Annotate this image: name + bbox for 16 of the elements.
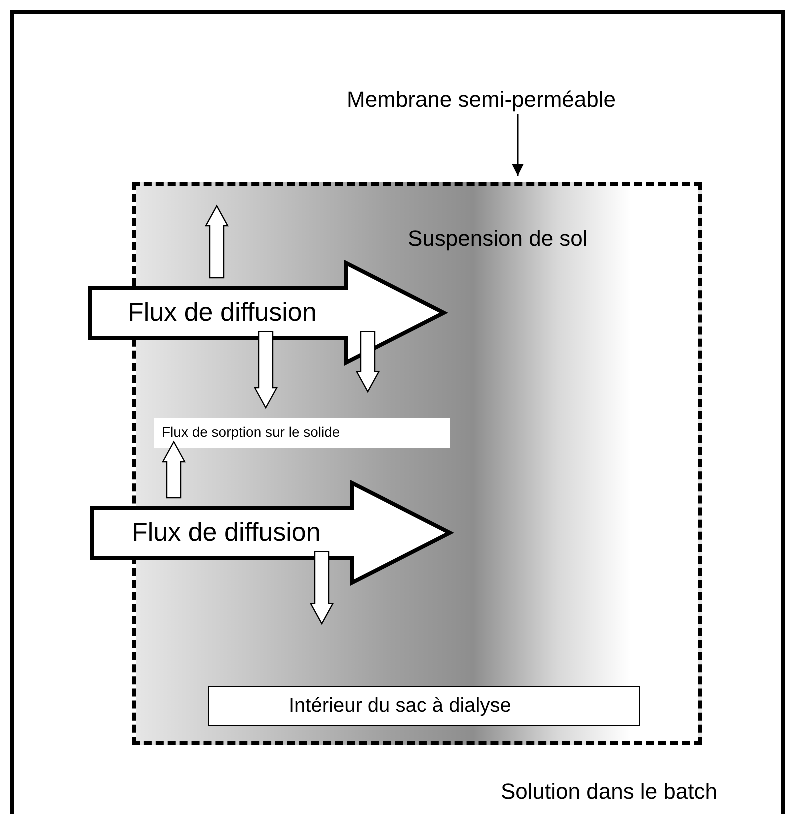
label: Suspension de sol	[408, 226, 588, 252]
label: Intérieur du sac à dialyse	[289, 695, 512, 718]
bag-interior-box	[208, 686, 640, 726]
hollow-arrow	[310, 551, 334, 626]
hollow-arrow	[162, 440, 186, 499]
hollow-arrow	[254, 331, 278, 410]
leader-arrow	[512, 114, 524, 176]
label: Flux de sorption sur le solide	[162, 424, 340, 440]
membrane-label: Membrane semi-perméable	[347, 87, 616, 113]
flux-label: Flux de diffusion	[132, 517, 321, 548]
hollow-arrow	[204, 204, 230, 279]
sorption-label-panel	[154, 418, 450, 448]
flux-label: Flux de diffusion	[128, 297, 317, 328]
label: Solution dans le batch	[501, 779, 718, 805]
batch-container	[10, 10, 785, 814]
hollow-arrow	[356, 331, 380, 394]
